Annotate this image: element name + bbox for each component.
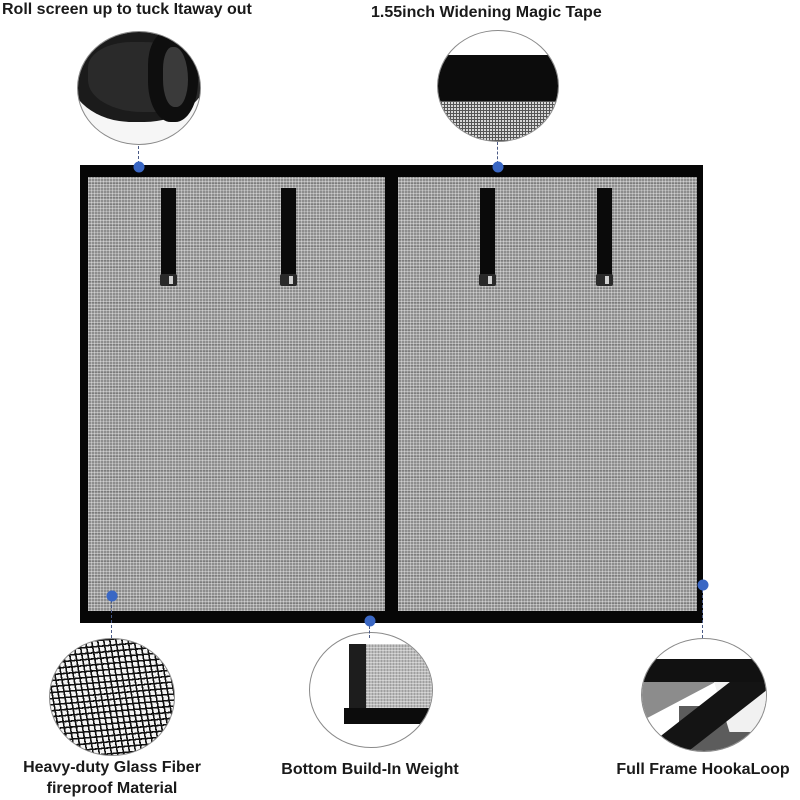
callout-label-roll-screen: Roll screen up to tuck Itaway out xyxy=(2,1,252,18)
callout-label-hook-loop: Full Frame HookaLoop xyxy=(616,761,790,778)
connector-line xyxy=(702,590,703,638)
connector-line xyxy=(369,626,370,638)
magnetic-screen-frame xyxy=(80,165,703,623)
callout-label-glass-fiber-line2: fireproof Material xyxy=(46,780,178,797)
callout-label-magic-tape: 1.55inch Widening Magic Tape xyxy=(371,4,602,21)
strap-buckle-icon xyxy=(280,274,297,286)
tie-up-strap xyxy=(479,188,496,286)
marker-dot-weight xyxy=(364,615,376,627)
tie-up-strap xyxy=(280,188,297,286)
strap-buckle-icon xyxy=(160,274,177,286)
detail-image-glass-fiber xyxy=(49,638,175,756)
detail-image-rolled-screen xyxy=(77,31,201,145)
marker-dot-hookloop xyxy=(697,579,709,591)
screen-mesh-panel-left xyxy=(88,177,385,611)
connector-line xyxy=(138,146,139,164)
connector-line xyxy=(111,600,112,638)
marker-dot-roll xyxy=(133,161,145,173)
screen-mesh-panel-right xyxy=(398,177,697,611)
detail-image-bottom-weight xyxy=(309,632,433,748)
marker-dot-tape xyxy=(492,161,504,173)
marker-dot-fiber xyxy=(106,590,118,602)
callout-label-bottom-weight: Bottom Build-In Weight xyxy=(281,761,459,778)
connector-line xyxy=(497,142,498,164)
tie-up-strap xyxy=(596,188,613,286)
tie-up-strap xyxy=(160,188,177,286)
detail-image-magic-tape xyxy=(437,30,559,142)
strap-buckle-icon xyxy=(479,274,496,286)
strap-buckle-icon xyxy=(596,274,613,286)
callout-label-glass-fiber-line1: Heavy-duty Glass Fiber xyxy=(23,759,201,776)
detail-image-hook-loop xyxy=(641,638,767,752)
